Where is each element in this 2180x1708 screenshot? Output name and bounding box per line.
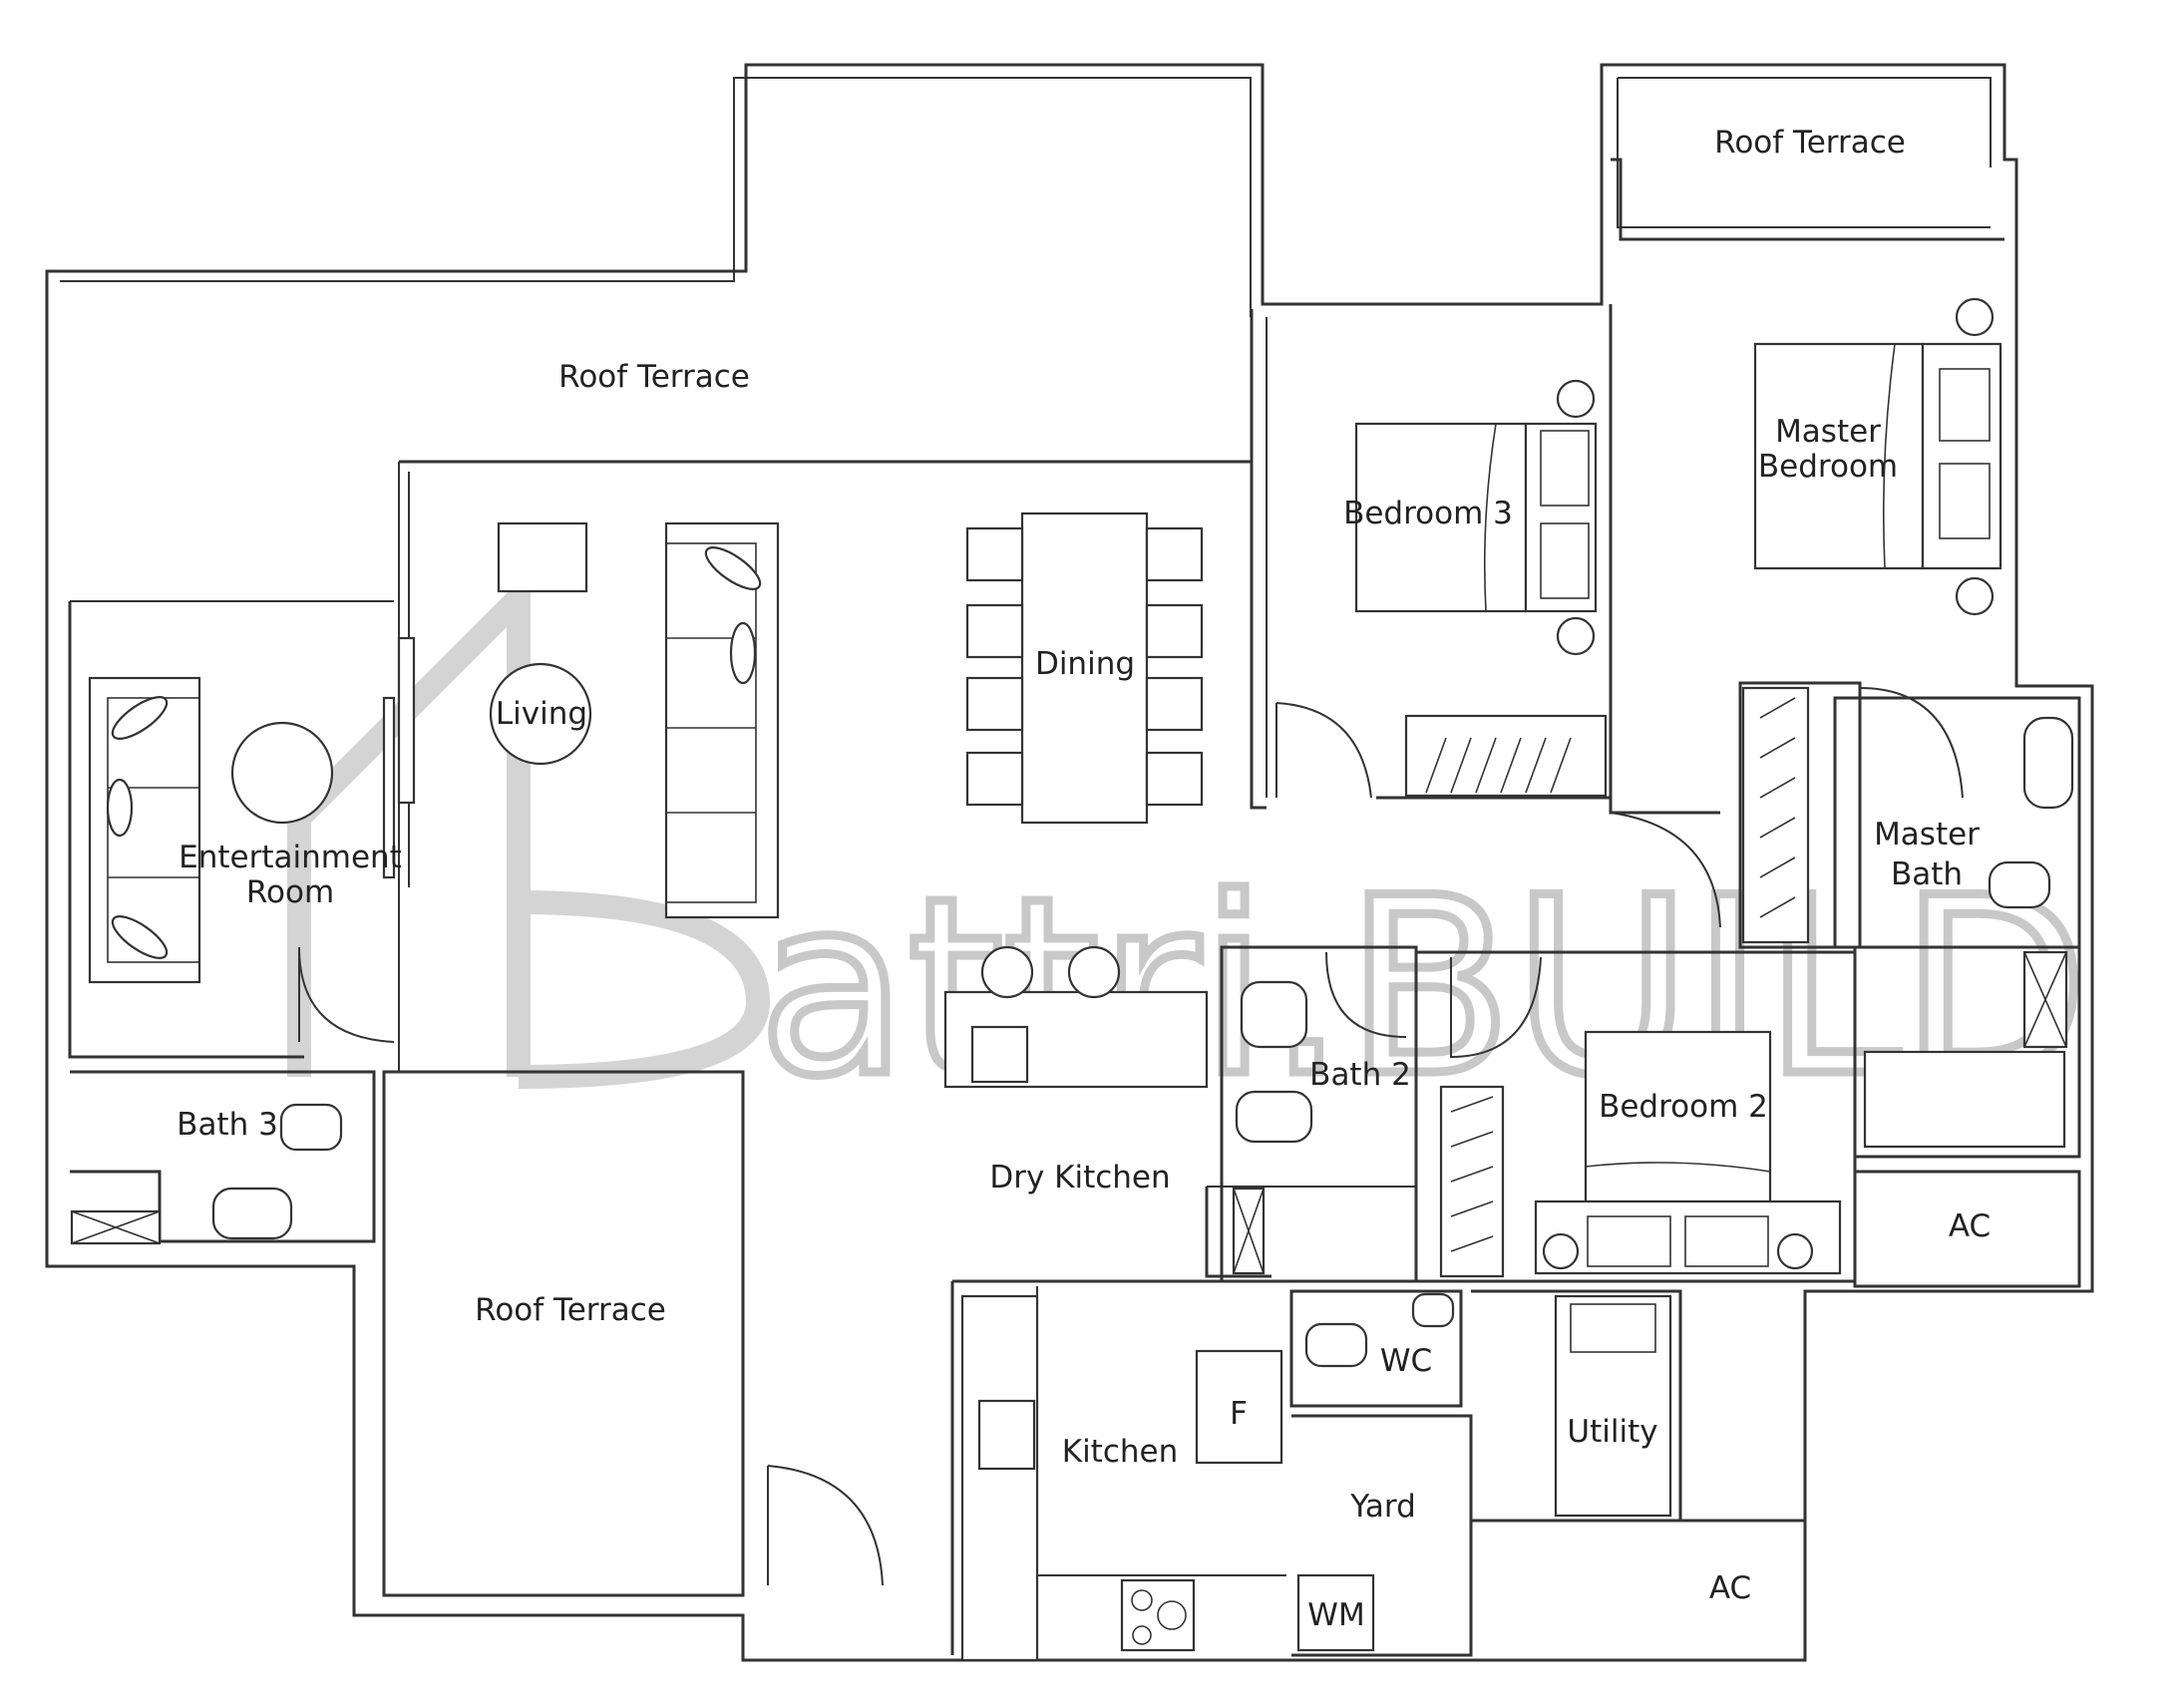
dining-table xyxy=(1020,512,1149,825)
round-coffee-table xyxy=(230,721,334,825)
label-entertainment-line2: Room xyxy=(246,874,334,910)
label-entertainment-line1: Entertainment xyxy=(179,840,402,875)
dining-chair xyxy=(1145,603,1204,659)
washing-machine xyxy=(1296,1573,1375,1652)
wardrobe-bedroom-3 xyxy=(1404,714,1608,798)
dining-chair xyxy=(1145,676,1204,732)
cushion-icon xyxy=(111,696,169,740)
label-kitchen: Kitchen xyxy=(1062,1434,1179,1470)
doors xyxy=(298,687,1964,1586)
label-dry-kitchen: Dry Kitchen xyxy=(989,1160,1170,1196)
dining-chair xyxy=(1145,526,1204,582)
lamp-icon xyxy=(1556,379,1596,419)
cushion-icon xyxy=(704,546,762,590)
lamp-icon xyxy=(1955,576,1995,616)
door-entertainment xyxy=(298,946,395,1043)
label-master-bedroom-line1: Master xyxy=(1775,414,1881,450)
toilet-bath-3 xyxy=(279,1103,343,1152)
label-roof-terrace-top-left: Roof Terrace xyxy=(558,359,750,395)
lamp-icon xyxy=(1556,616,1596,656)
label-dining: Dining xyxy=(1035,646,1135,682)
cushion-icon xyxy=(111,915,169,959)
label-wc: WC xyxy=(1380,1343,1432,1379)
label-fridge: F xyxy=(1230,1396,1248,1432)
toilet-bath-2 xyxy=(1235,1090,1313,1144)
basin-wc xyxy=(1411,1292,1455,1328)
label-utility: Utility xyxy=(1567,1414,1657,1450)
lamp-icon xyxy=(1542,1232,1580,1270)
label-bedroom-3: Bedroom 3 xyxy=(1343,496,1513,531)
dining-chair xyxy=(965,676,1024,732)
label-bedroom-2: Bedroom 2 xyxy=(1599,1089,1768,1125)
door-bedroom-3 xyxy=(1275,702,1372,799)
bar-stool xyxy=(980,945,1034,999)
lamp-icon xyxy=(1955,297,1995,337)
door-bath-2 xyxy=(1325,951,1407,1038)
label-ac-lower: AC xyxy=(1709,1570,1751,1606)
label-ac-upper: AC xyxy=(1949,1208,1991,1244)
door-master-bath xyxy=(1859,687,1964,799)
label-yard: Yard xyxy=(1349,1489,1416,1525)
door-bedroom-2 xyxy=(1450,956,1542,1059)
label-living: Living xyxy=(496,696,587,732)
utility-bed xyxy=(1554,1294,1672,1518)
bathtub-bath xyxy=(1863,1050,2066,1149)
toilet-wc xyxy=(1304,1322,1368,1368)
bar-stool xyxy=(1067,945,1121,999)
label-master-bedroom-line2: Bedroom xyxy=(1758,449,1898,485)
cushion-icon xyxy=(106,778,134,838)
label-bath-3: Bath 3 xyxy=(177,1107,278,1143)
label-master-bath-line2: Bath xyxy=(1891,856,1963,892)
living-sofa xyxy=(664,521,780,919)
dining-chair xyxy=(965,751,1024,807)
wardrobe-master xyxy=(1741,686,1810,944)
dining-chair xyxy=(1145,751,1204,807)
fridge xyxy=(1195,1349,1283,1465)
label-bath-2: Bath 2 xyxy=(1309,1057,1411,1093)
outer-wall xyxy=(45,63,2094,1662)
basin-bath-3 xyxy=(211,1187,293,1240)
kitchen-counter xyxy=(960,1294,1039,1662)
cushion-icon xyxy=(729,621,757,685)
room-labels: Roof Terrace Roof Terrace Entertainment … xyxy=(177,125,1991,1633)
bed-bedroom-2 xyxy=(1584,1030,1772,1203)
dining-chair xyxy=(965,603,1024,659)
tv-console xyxy=(497,521,588,593)
door-master-bedroom xyxy=(1610,812,1721,928)
label-washing-machine: WM xyxy=(1307,1597,1364,1633)
bathtub-master xyxy=(2022,716,2074,810)
lamp-icon xyxy=(1776,1232,1814,1270)
wardrobe-bedroom-2 xyxy=(1439,1085,1505,1278)
label-roof-terrace-top-right: Roof Terrace xyxy=(1714,125,1906,161)
living-marker xyxy=(489,662,592,766)
furniture xyxy=(70,297,2074,1662)
toilet-master xyxy=(1988,860,2051,909)
door-main-entry xyxy=(767,1465,884,1586)
label-master-bath-line1: Master xyxy=(1874,817,1980,853)
label-roof-terrace-bottom: Roof Terrace xyxy=(475,1292,666,1328)
dining-chair xyxy=(965,526,1024,582)
basin-bath-2 xyxy=(1240,980,1308,1049)
